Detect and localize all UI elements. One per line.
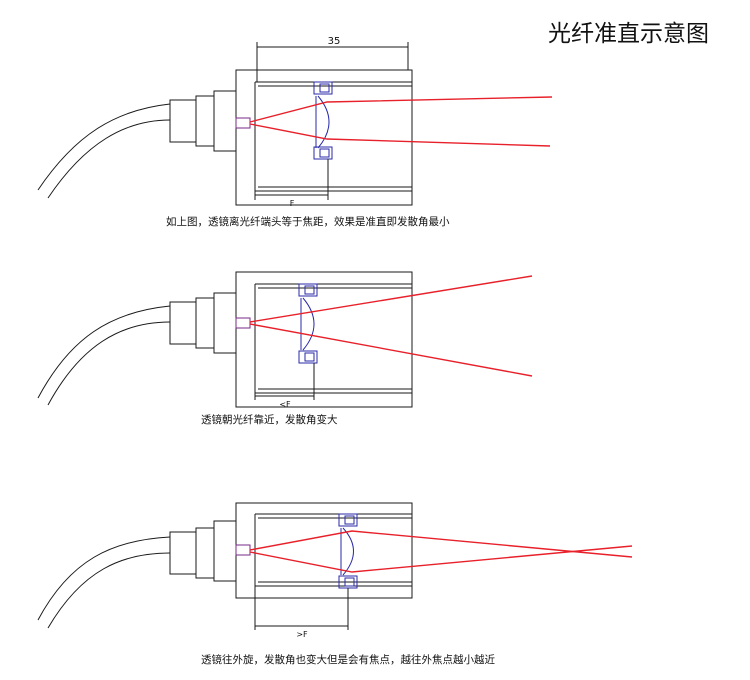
diagram-focus: 35 F: [37, 36, 553, 208]
ray-upper: [249, 96, 553, 123]
fiber-cable: [37, 536, 171, 621]
connector-flange: [213, 90, 237, 152]
lens-holder-bottom: [298, 350, 318, 364]
lens-holder-bottom-inner: [304, 352, 315, 362]
diagram-closer: <F: [37, 271, 533, 409]
lens-curve: [317, 95, 330, 149]
lens-curve: [302, 297, 315, 351]
lens-holder-top-inner: [344, 515, 355, 525]
lens-holder-top: [338, 513, 358, 527]
lens-holder-bottom-inner: [344, 577, 355, 587]
fiber-end: [235, 317, 251, 329]
dim-label-bottom: >F: [296, 630, 308, 639]
connector-body: [195, 527, 215, 579]
dim-label-bottom: <F: [279, 400, 291, 409]
lens-curve: [342, 527, 354, 576]
lens-holder-top: [298, 283, 318, 297]
lens-holder-top-inner: [319, 83, 330, 93]
lens-holder-top: [313, 81, 333, 95]
caption-focus: 如上图，透镜离光纤端头等于焦距，效果是准直即发散角最小: [166, 216, 450, 228]
page-title: 光纤准直示意图: [548, 21, 709, 47]
connector-flange: [213, 292, 237, 354]
fiber-cable: [47, 552, 171, 629]
connector-flange: [213, 520, 237, 582]
ray-lower: [249, 545, 633, 573]
housing-outer: [235, 69, 413, 206]
fiber-cable: [37, 305, 171, 399]
connector-boot: [169, 99, 197, 143]
connector-body: [195, 297, 215, 349]
ray-lower: [249, 323, 533, 377]
connector-body: [195, 95, 215, 147]
lens-holder-top-inner: [304, 285, 315, 295]
fiber-cable: [37, 103, 171, 191]
lens-holder-bottom-inner: [319, 148, 330, 158]
ray-lower: [249, 123, 551, 147]
dim-label-bottom: F: [290, 199, 295, 208]
ray-upper: [249, 275, 533, 323]
caption-farther: 透镜往外旋，发散角也变大但是会有焦点，越往外焦点越小越近: [201, 654, 495, 666]
fiber-end: [235, 544, 251, 556]
connector-boot: [169, 301, 197, 345]
ray-upper: [249, 530, 633, 558]
diagram-farther: >F: [37, 502, 633, 639]
fiber-cable: [47, 119, 171, 199]
housing-outer: [235, 271, 413, 408]
connector-boot: [169, 531, 197, 575]
fiber-end: [235, 117, 251, 129]
housing-outer: [235, 502, 413, 599]
caption-closer: 透镜朝光纤靠近，发散角变大: [201, 414, 338, 426]
dim-label-top: 35: [328, 36, 341, 47]
lens-holder-bottom: [313, 146, 333, 160]
fiber-cable: [47, 321, 171, 406]
